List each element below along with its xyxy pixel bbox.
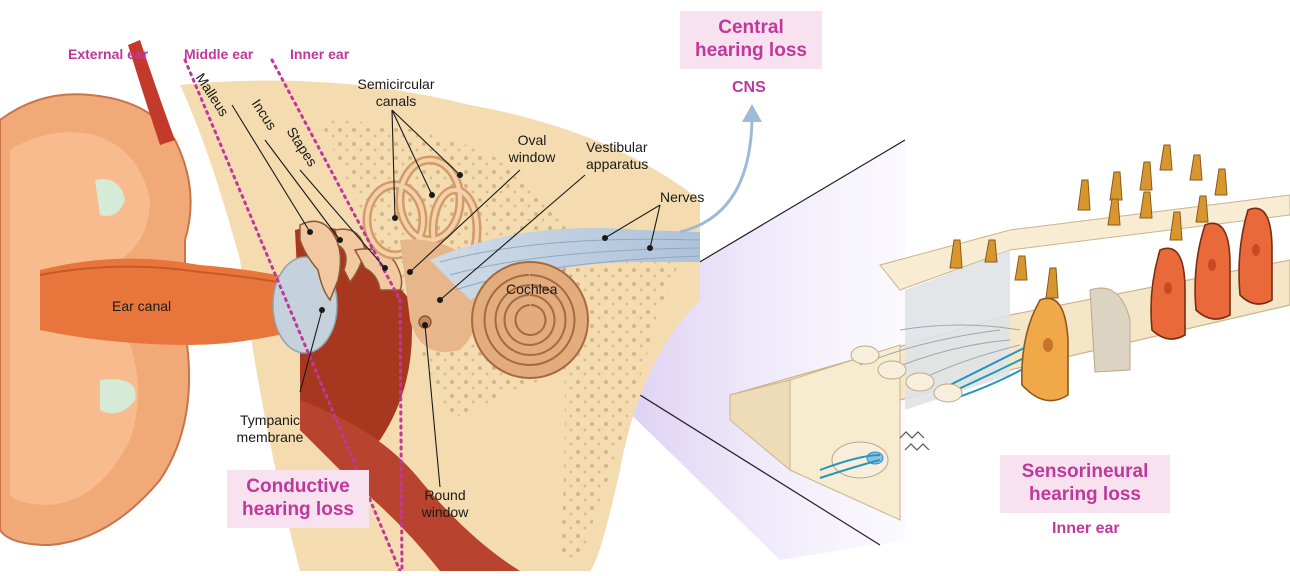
label-tympanic-line1: Tympanic	[230, 412, 310, 429]
callout-central-line2: hearing loss	[680, 39, 822, 62]
label-tympanic-line2: membrane	[230, 429, 310, 446]
label-cochlea: Cochlea	[506, 281, 557, 298]
label-round-window: Round window	[418, 487, 472, 521]
callout-conductive: Conductive hearing loss	[227, 475, 369, 521]
label-round-line2: window	[418, 504, 472, 521]
label-tympanic-membrane: Tympanic membrane	[230, 412, 310, 446]
label-vestibular-line1: Vestibular	[586, 139, 648, 156]
callout-sensorineural: Sensorineural hearing loss	[1000, 460, 1170, 506]
callout-central-line1: Central	[680, 16, 822, 39]
callout-central: Central hearing loss	[680, 16, 822, 62]
label-oval-window: Oval window	[507, 132, 557, 166]
label-semicircular-line1: Semicircular	[346, 76, 446, 93]
zone-label-external: External ear	[68, 46, 148, 62]
callout-sensorineural-line1: Sensorineural	[1000, 460, 1170, 483]
label-oval-line2: window	[507, 149, 557, 166]
label-ear-canal: Ear canal	[112, 298, 171, 315]
zone-label-inner: Inner ear	[290, 46, 349, 62]
label-semicircular-canals: Semicircular canals	[346, 76, 446, 110]
callout-sensorineural-sub: Inner ear	[1052, 520, 1120, 538]
label-semicircular-line2: canals	[346, 93, 446, 110]
label-oval-line1: Oval	[507, 132, 557, 149]
callout-sensorineural-line2: hearing loss	[1000, 483, 1170, 506]
callout-conductive-line1: Conductive	[227, 475, 369, 498]
label-vestibular-apparatus: Vestibular apparatus	[586, 139, 648, 173]
label-vestibular-line2: apparatus	[586, 156, 648, 173]
callout-central-sub: CNS	[732, 79, 766, 97]
cochlea-shape	[472, 262, 588, 378]
label-nerves: Nerves	[660, 189, 704, 206]
zone-label-middle: Middle ear	[184, 46, 253, 62]
label-round-line1: Round	[418, 487, 472, 504]
callout-conductive-line2: hearing loss	[227, 498, 369, 521]
